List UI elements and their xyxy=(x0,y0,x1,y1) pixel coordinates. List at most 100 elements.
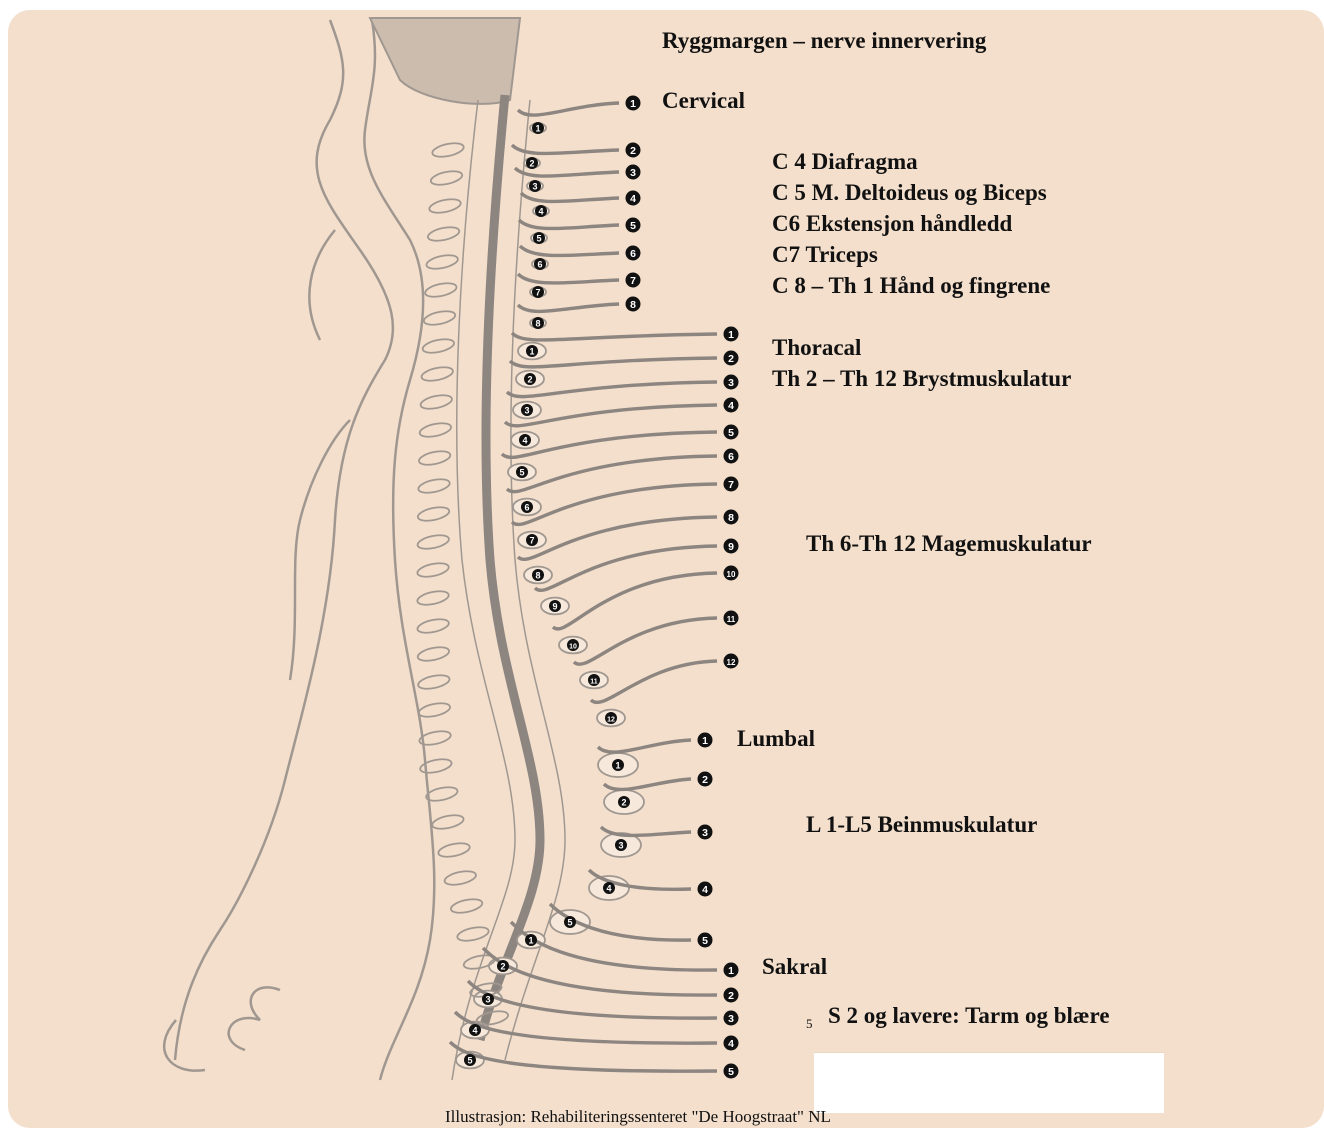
svg-text:8: 8 xyxy=(728,512,734,524)
nerve-lumbal-3 xyxy=(601,827,691,836)
label-th2-th12: Th 2 – Th 12 Brystmuskulatur xyxy=(772,367,1071,390)
nerve-number-thoracal-11: 11 xyxy=(724,611,739,626)
spinous-process-7 xyxy=(423,309,457,327)
nerve-number-sakral-4: 4 xyxy=(724,1036,739,1051)
spinous-process-12 xyxy=(418,449,452,467)
vertebrae xyxy=(416,123,644,1068)
svg-text:6: 6 xyxy=(630,248,636,260)
svg-text:3: 3 xyxy=(728,377,734,389)
spinous-process-18 xyxy=(416,617,450,635)
heading-lumbal: Lumbal xyxy=(737,727,815,750)
label-c6: C6 Ekstensjon håndledd xyxy=(772,212,1012,235)
vertebra-number-thoracal-8: 8 xyxy=(532,569,544,581)
vertebra-number-thoracal-12: 12 xyxy=(605,712,617,724)
svg-text:5: 5 xyxy=(567,918,572,928)
svg-text:7: 7 xyxy=(630,275,636,287)
nerve-sakral-2 xyxy=(483,948,717,995)
nerve-number-sakral-5: 5 xyxy=(724,1064,739,1079)
vertebra-number-sakral-5: 5 xyxy=(464,1054,476,1066)
spinous-process-13 xyxy=(417,477,451,495)
nerve-number-cervical-3: 3 xyxy=(626,165,641,180)
svg-text:3: 3 xyxy=(630,167,636,179)
label-l1-l5: L 1-L5 Beinmuskulatur xyxy=(806,813,1037,836)
spinous-process-14 xyxy=(417,505,451,523)
nerve-number-cervical-8: 8 xyxy=(626,297,641,312)
nerve-number-thoracal-7: 7 xyxy=(724,477,739,492)
svg-text:4: 4 xyxy=(728,400,734,412)
svg-text:8: 8 xyxy=(630,299,636,311)
spinous-process-3 xyxy=(428,197,462,215)
svg-text:3: 3 xyxy=(618,841,623,851)
svg-text:2: 2 xyxy=(630,145,636,157)
vertebra-number-thoracal-11: 11 xyxy=(588,674,600,686)
spinous-process-19 xyxy=(416,645,450,663)
vertebra-number-cervical-8: 8 xyxy=(532,317,544,329)
illustration-credit: Illustrasjon: Rehabiliteringssenteret "D… xyxy=(445,1107,831,1127)
svg-text:10: 10 xyxy=(569,644,577,651)
spinous-process-25 xyxy=(431,813,465,831)
nerve-cervical-1 xyxy=(518,103,619,115)
spinous-process-16 xyxy=(416,561,450,579)
nerve-thoracal-8 xyxy=(518,517,717,559)
vertebra-number-sakral-4: 4 xyxy=(469,1024,481,1036)
nerve-lumbal-2 xyxy=(604,779,691,789)
spinous-process-9 xyxy=(420,365,454,383)
nerve-number-cervical-6: 6 xyxy=(626,246,641,261)
svg-text:5: 5 xyxy=(467,1056,472,1066)
vertebra-number-cervical-6: 6 xyxy=(534,258,546,270)
label-c8-th1: C 8 – Th 1 Hånd og fingrene xyxy=(772,274,1050,297)
nerve-number-cervical-2: 2 xyxy=(626,143,641,158)
vertebra-number-thoracal-4: 4 xyxy=(519,434,531,446)
svg-text:1: 1 xyxy=(728,965,734,977)
svg-text:1: 1 xyxy=(535,124,540,134)
spinous-process-10 xyxy=(419,393,453,411)
diagram-title: Ryggmargen – nerve innervering xyxy=(662,29,986,52)
svg-text:2: 2 xyxy=(621,798,626,808)
svg-text:3: 3 xyxy=(532,182,537,192)
vertebra-number-cervical-7: 7 xyxy=(532,286,544,298)
nerve-number-lumbal-1: 1 xyxy=(698,733,713,748)
vertebra-number-lumbal-1: 1 xyxy=(612,759,624,771)
svg-text:4: 4 xyxy=(728,1038,734,1050)
vertebra-number-thoracal-2: 2 xyxy=(524,373,536,385)
svg-text:10: 10 xyxy=(727,570,736,579)
nerve-thoracal-12 xyxy=(591,661,717,702)
svg-text:5: 5 xyxy=(519,468,524,478)
svg-text:4: 4 xyxy=(522,436,527,446)
vertebra-number-sakral-1: 1 xyxy=(525,934,537,946)
svg-text:1: 1 xyxy=(528,936,533,946)
svg-text:5: 5 xyxy=(728,1066,734,1078)
nerve-number-cervical-7: 7 xyxy=(626,273,641,288)
nerve-number-lumbal-3: 3 xyxy=(698,825,713,840)
svg-text:4: 4 xyxy=(702,884,708,896)
svg-text:1: 1 xyxy=(529,347,534,357)
spinous-process-20 xyxy=(417,673,451,691)
svg-text:4: 4 xyxy=(606,884,611,894)
vertebra-number-thoracal-10: 10 xyxy=(567,639,579,651)
vertebra-number-lumbal-4: 4 xyxy=(603,882,615,894)
svg-text:1: 1 xyxy=(728,329,734,341)
nerve-number-cervical-5: 5 xyxy=(626,218,641,233)
nerve-thoracal-1 xyxy=(512,333,717,340)
svg-text:2: 2 xyxy=(728,353,734,365)
body-silhouette xyxy=(164,20,434,1080)
heading-thoracal: Thoracal xyxy=(772,336,861,359)
nerve-cervical-7 xyxy=(518,274,619,283)
vertebra-number-thoracal-9: 9 xyxy=(549,600,561,612)
vertebra-number-cervical-5: 5 xyxy=(533,232,545,244)
vertebra-number-sakral-2: 2 xyxy=(497,960,509,972)
nerve-number-lumbal-4: 4 xyxy=(698,882,713,897)
nerve-number-lumbal-5: 5 xyxy=(698,933,713,948)
svg-text:6: 6 xyxy=(524,503,529,513)
nerve-number-thoracal-9: 9 xyxy=(724,539,739,554)
nerve-sakral-5 xyxy=(450,1042,717,1071)
nerve-thoracal-11 xyxy=(574,618,717,664)
vertebra-number-lumbal-5: 5 xyxy=(564,916,576,928)
nerve-number-lumbal-2: 2 xyxy=(698,772,713,787)
spinous-process-8 xyxy=(421,337,455,355)
vertebra-number-thoracal-7: 7 xyxy=(526,534,538,546)
svg-text:9: 9 xyxy=(552,602,557,612)
vertebra-number-cervical-3: 3 xyxy=(529,180,541,192)
svg-text:1: 1 xyxy=(630,98,636,110)
svg-text:4: 4 xyxy=(472,1026,477,1036)
